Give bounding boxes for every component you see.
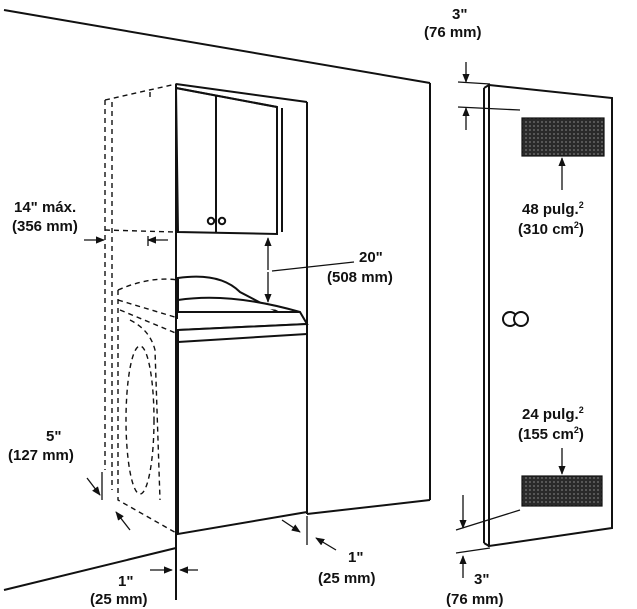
upper-cabinet [174,86,278,236]
upper-vent-area: 48 pulg.2 [522,200,584,218]
dimension-lines [84,62,566,580]
front-clearance-inches: 5" [46,428,61,445]
washer [177,275,309,536]
lower-vent-area-metric: (155 cm2) [518,425,584,443]
cabinet-clearance-mm: (508 mm) [327,269,393,286]
top-clearance-inches: 3" [452,6,467,23]
back-wall [3,9,431,591]
lower-vent-area: 24 pulg.2 [522,405,584,423]
washer-outline-dashed [117,278,179,535]
top-clearance-mm: (76 mm) [424,24,482,41]
upper-vent-grille [521,117,605,157]
shelf-depth-mm: (356 mm) [12,218,78,235]
shelf-outline-dashed [104,83,177,490]
door-knob [502,311,529,327]
front-clearance-mm: (127 mm) [8,447,74,464]
closet-door [483,83,613,548]
cabinet-clearance-inches: 20" [359,249,383,266]
right-side-clearance-mm: (25 mm) [318,570,376,587]
upper-vent-area-metric: (310 cm2) [518,220,584,238]
left-side-clearance-inches: 1" [118,573,133,590]
lower-vent-grille [521,475,603,507]
right-side-clearance-inches: 1" [348,549,363,566]
shelf-depth-inches: 14" máx. [14,199,76,216]
left-side-clearance-mm: (25 mm) [90,591,148,608]
bottom-clearance-mm: (76 mm) [446,591,504,608]
bottom-clearance-inches: 3" [474,571,489,588]
